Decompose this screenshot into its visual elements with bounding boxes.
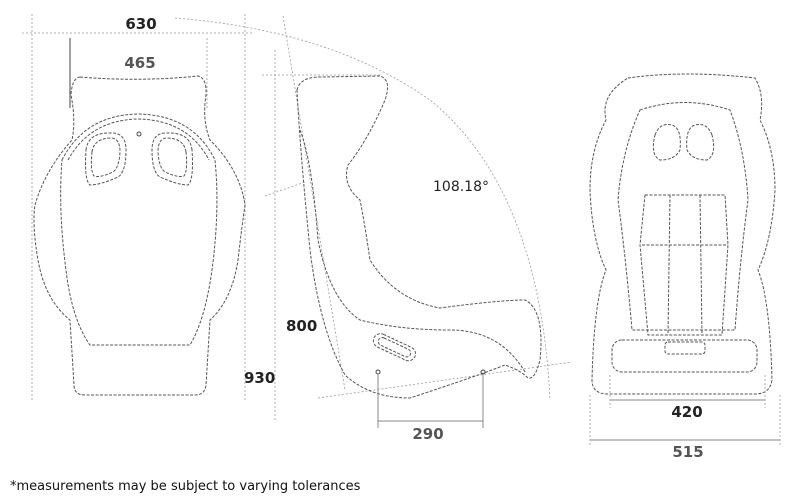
harness-slot-right	[686, 124, 715, 161]
front-seat-contour	[67, 118, 210, 161]
center-hole	[136, 131, 142, 137]
dimension-515: 515	[672, 443, 703, 461]
harness-slot-left	[85, 132, 127, 186]
dimension-290: 290	[412, 425, 443, 443]
harness-slot-right	[151, 132, 193, 186]
harness-slot-right-inner	[157, 137, 188, 177]
back-angle-line	[282, 15, 346, 391]
angle-arc	[174, 17, 551, 401]
harness-slot-left	[652, 124, 681, 161]
thigh-bolster	[611, 339, 758, 373]
mount-hole	[375, 369, 381, 375]
side-mount-slot-inner	[377, 337, 412, 358]
side-seat-inner-contour	[299, 129, 526, 373]
side-mount-slot	[372, 333, 417, 362]
front-seat-bolster	[60, 113, 218, 346]
dimension-420: 420	[671, 403, 702, 421]
crotch-slot	[664, 341, 706, 355]
front-seat-outline	[33, 75, 246, 396]
tolerance-footnote: *measurements may be subject to varying …	[10, 479, 361, 494]
base-line	[317, 361, 573, 399]
dimension-800: 800	[286, 317, 317, 335]
seat-cushion-panel	[639, 194, 729, 336]
dimension-930: 930	[244, 369, 275, 387]
panel-seam	[699, 194, 703, 336]
front-view: 630 465	[22, 14, 252, 400]
mount-hole	[480, 369, 486, 375]
panel-seam	[667, 194, 671, 336]
rear-seat-bolster	[617, 102, 749, 331]
angle-108: 108.18°	[433, 179, 489, 195]
rear-seat-outline	[589, 73, 776, 395]
dimension-630: 630	[125, 15, 156, 33]
rear-view: 420 515	[589, 73, 781, 461]
side-view: 108.18° 800 930 290	[174, 15, 573, 443]
dimension-465: 465	[124, 54, 155, 72]
harness-slot-left-inner	[90, 137, 121, 177]
extension-line	[264, 181, 306, 197]
side-seat-outline	[296, 75, 542, 399]
